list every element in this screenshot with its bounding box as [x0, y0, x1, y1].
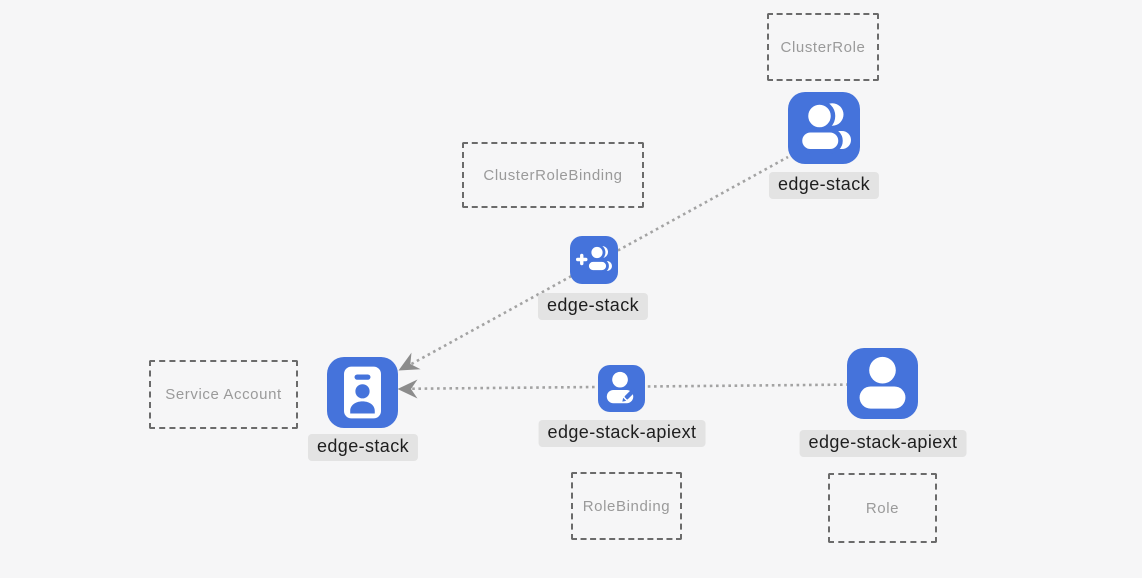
person-icon	[859, 356, 906, 409]
type-box-role-label: Role	[865, 499, 900, 517]
type-box-clusterrole: ClusterRole	[767, 13, 879, 81]
type-box-serviceaccount: Service Account	[149, 360, 298, 429]
node-clusterrolebinding-edge-stack[interactable]	[570, 236, 618, 284]
node-label-clusterrolebinding-edge-stack: edge-stack	[537, 293, 649, 320]
type-box-clusterrole-label: ClusterRole	[780, 38, 866, 56]
badge-icon	[344, 366, 381, 419]
arrowhead-horizontal-icon	[397, 379, 418, 399]
node-label-clusterrole-edge-stack: edge-stack	[768, 172, 880, 199]
node-label-rolebinding-edge-stack-apiext: edge-stack-apiext	[538, 420, 706, 447]
node-label-role-edge-stack-apiext: edge-stack-apiext	[799, 430, 967, 457]
type-box-rolebinding: RoleBinding	[571, 472, 682, 540]
node-rolebinding-edge-stack-apiext[interactable]	[598, 365, 645, 412]
node-serviceaccount-edge-stack[interactable]	[327, 357, 398, 428]
type-box-serviceaccount-label: Service Account	[165, 386, 282, 403]
person-add-icon	[576, 244, 612, 273]
edge-role-to-serviceaccount	[405, 383, 848, 391]
group-icon	[797, 100, 851, 154]
type-box-clusterrolebinding-label: ClusterRoleBinding	[483, 166, 623, 184]
node-label-serviceaccount-edge-stack: edge-stack	[307, 434, 419, 461]
person-edit-icon	[606, 371, 636, 404]
type-box-rolebinding-label: RoleBinding	[582, 497, 671, 515]
type-box-clusterrolebinding: ClusterRoleBinding	[462, 142, 644, 208]
type-box-role: Role	[828, 473, 937, 543]
node-clusterrole-edge-stack[interactable]	[788, 92, 860, 164]
node-role-edge-stack-apiext[interactable]	[847, 348, 918, 419]
arrowhead-diagonal-icon	[398, 352, 421, 371]
